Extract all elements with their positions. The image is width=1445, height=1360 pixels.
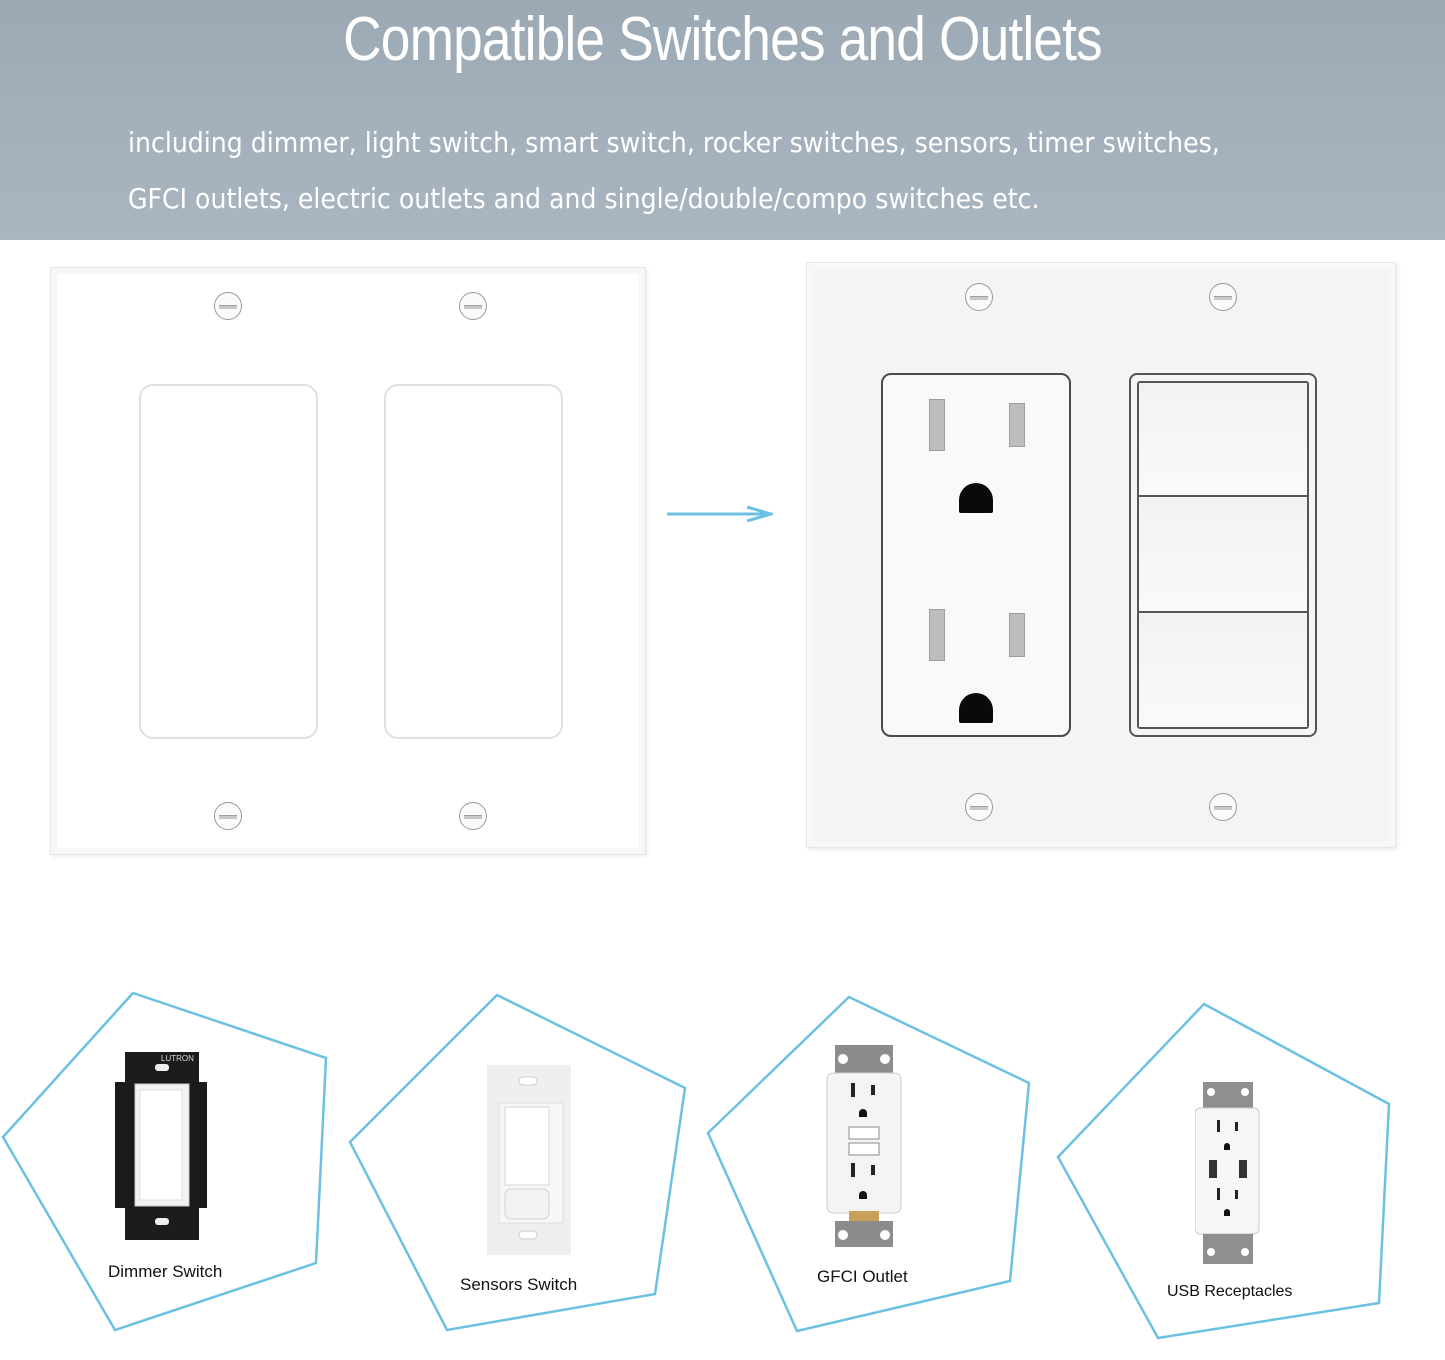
blank-wall-plate-icon	[50, 267, 646, 855]
device-card-sensor: Sensors Switch	[345, 990, 705, 1350]
svg-text:LUTRON: LUTRON	[161, 1054, 194, 1063]
pentagon-frame-icon	[1056, 1002, 1391, 1340]
pentagon-frame-icon	[706, 995, 1031, 1333]
screw-icon	[214, 292, 242, 320]
outlet-slot	[1009, 613, 1025, 657]
device-card-usb: USB Receptacles	[1055, 1000, 1415, 1360]
screw-icon	[459, 802, 487, 830]
duplex-outlet	[881, 373, 1071, 737]
screw-icon	[1209, 283, 1237, 311]
rocker-switch	[1139, 499, 1307, 613]
device-label: Sensors Switch	[460, 1275, 578, 1294]
screw-icon	[1209, 793, 1237, 821]
screw-icon	[965, 283, 993, 311]
device-card-dimmer: LUTRON Dimmer Switch	[0, 990, 360, 1350]
screw-icon	[965, 793, 993, 821]
outlet-slot	[929, 399, 945, 451]
pentagon-frame-icon	[348, 993, 687, 1332]
rocker-switch	[1139, 615, 1307, 727]
right-arrow-icon	[667, 506, 773, 522]
decorator-opening	[139, 384, 318, 739]
gfci-outlet-icon	[826, 1045, 902, 1247]
outlet-slot	[1009, 403, 1025, 447]
dimmer-switch-icon: LUTRON	[115, 1052, 207, 1240]
page-title: Compatible Switches and Outlets	[343, 5, 1103, 74]
motion-sensor-switch-icon	[487, 1065, 571, 1255]
device-label: USB Receptacles	[1167, 1283, 1293, 1300]
screw-icon	[459, 292, 487, 320]
screw-icon	[214, 802, 242, 830]
rocker-switch	[1139, 383, 1307, 497]
installed-wall-plate-icon	[806, 262, 1396, 848]
decorator-opening	[384, 384, 563, 739]
header-banner: Compatible Switches and Outlets includin…	[0, 0, 1445, 240]
device-label: GFCI Outlet	[817, 1267, 908, 1286]
pentagon-frame-icon	[1, 991, 328, 1332]
usb-receptacle-icon	[1195, 1082, 1260, 1264]
device-label: Dimmer Switch	[108, 1262, 223, 1281]
outlet-slot	[929, 609, 945, 661]
triple-rocker-switch	[1129, 373, 1317, 737]
ground-hole-icon	[959, 483, 993, 513]
device-card-gfci: GFCI Outlet	[705, 993, 1065, 1353]
subtitle-line-1: including dimmer, light switch, smart sw…	[128, 126, 1220, 159]
ground-hole-icon	[959, 693, 993, 723]
subtitle-line-2: GFCI outlets, electric outlets and and s…	[128, 182, 1040, 215]
